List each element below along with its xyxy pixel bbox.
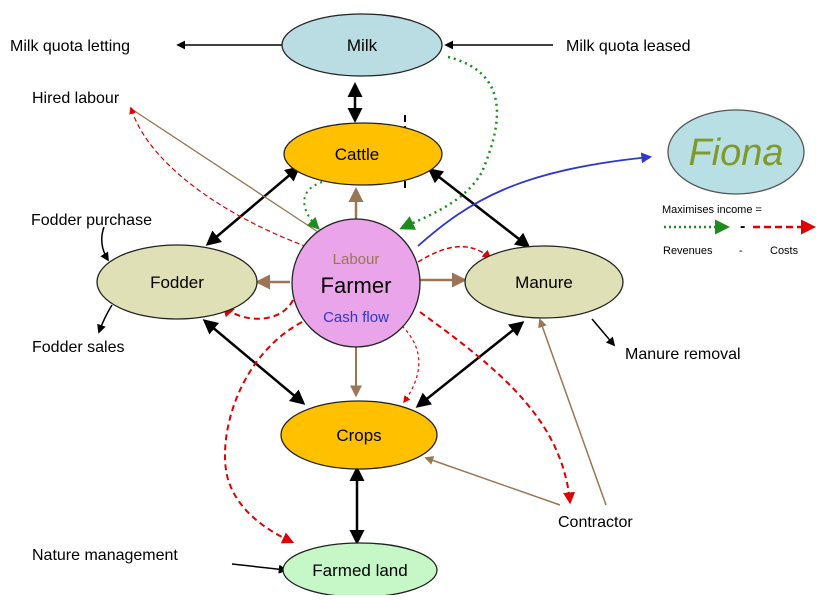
cost-farmer-to-manure <box>417 245 492 263</box>
cost-farmer-to-crops <box>401 325 420 404</box>
node-cattle: Cattle <box>283 122 443 186</box>
hired-labour-line <box>129 107 319 233</box>
contractor-to-crops <box>424 456 561 506</box>
arrow-cattle-manure <box>427 168 531 248</box>
label-fodder-purchase: Fodder purchase <box>31 212 152 229</box>
cash-flow-to-fiona <box>417 152 653 247</box>
label-manure-removal: Manure removal <box>625 346 741 363</box>
label-milk-quota-leased: Milk quota leased <box>566 38 691 55</box>
node-crops-label: Crops <box>336 426 381 445</box>
node-fodder-label: Fodder <box>150 273 204 292</box>
arrow-nature-management <box>231 563 288 574</box>
revenue-cattle-to-farmer <box>303 181 323 230</box>
legend-costs-label: Costs <box>770 245 799 257</box>
farmer-labour-label: Labour <box>333 251 380 268</box>
label-fodder-sales: Fodder sales <box>32 339 125 356</box>
node-milk-label: Milk <box>347 36 378 55</box>
label-nature-management: Nature management <box>32 547 178 564</box>
connectors <box>97 40 653 574</box>
arrow-manure-crops <box>415 321 525 408</box>
node-milk: Milk <box>281 13 443 77</box>
income-legend: Maximises income = - Revenues - Costs <box>662 204 816 257</box>
node-manure: Manure <box>464 245 624 319</box>
node-crops: Crops <box>280 400 438 470</box>
legend-minus-label: - <box>739 245 743 257</box>
label-hired-labour: Hired labour <box>32 90 120 107</box>
arrow-manure-removal <box>591 318 616 347</box>
arrow-fodder-sales <box>97 304 113 334</box>
legend-maximises-income: Maximises income = <box>662 204 762 216</box>
arrow-fodder-crops <box>202 319 306 405</box>
label-milk-quota-letting: Milk quota letting <box>10 38 130 55</box>
node-farmed-land-label: Farmed land <box>312 561 407 580</box>
label-contractor: Contractor <box>558 514 633 531</box>
node-cattle-label: Cattle <box>335 145 379 164</box>
node-manure-label: Manure <box>515 273 573 292</box>
node-farmed-land: Farmed land <box>282 542 438 598</box>
contractor-to-manure <box>538 318 607 506</box>
fiona-logo-text: Fiona <box>688 132 783 174</box>
external-labels: Milk quota letting Milk quota leased Hir… <box>10 38 741 564</box>
cost-farmer-to-contractor <box>419 311 576 505</box>
revenue-milk-to-farmer <box>399 55 499 230</box>
farmer-cash-flow-label: Cash flow <box>323 309 389 326</box>
cost-farmer-to-hired-labour <box>129 106 323 253</box>
arrow-cattle-fodder <box>205 166 301 246</box>
cost-farmer-to-farmed-land <box>224 321 303 544</box>
legend-minus-symbol: - <box>740 218 745 235</box>
node-farmer-label: Farmer <box>321 273 392 298</box>
fiona-logo: Fiona <box>667 109 805 195</box>
legend-revenues-label: Revenues <box>663 245 713 257</box>
arrow-fodder-purchase <box>100 226 109 262</box>
node-farmer: Labour Farmer Cash flow <box>291 218 421 348</box>
node-fodder: Fodder <box>96 244 258 320</box>
